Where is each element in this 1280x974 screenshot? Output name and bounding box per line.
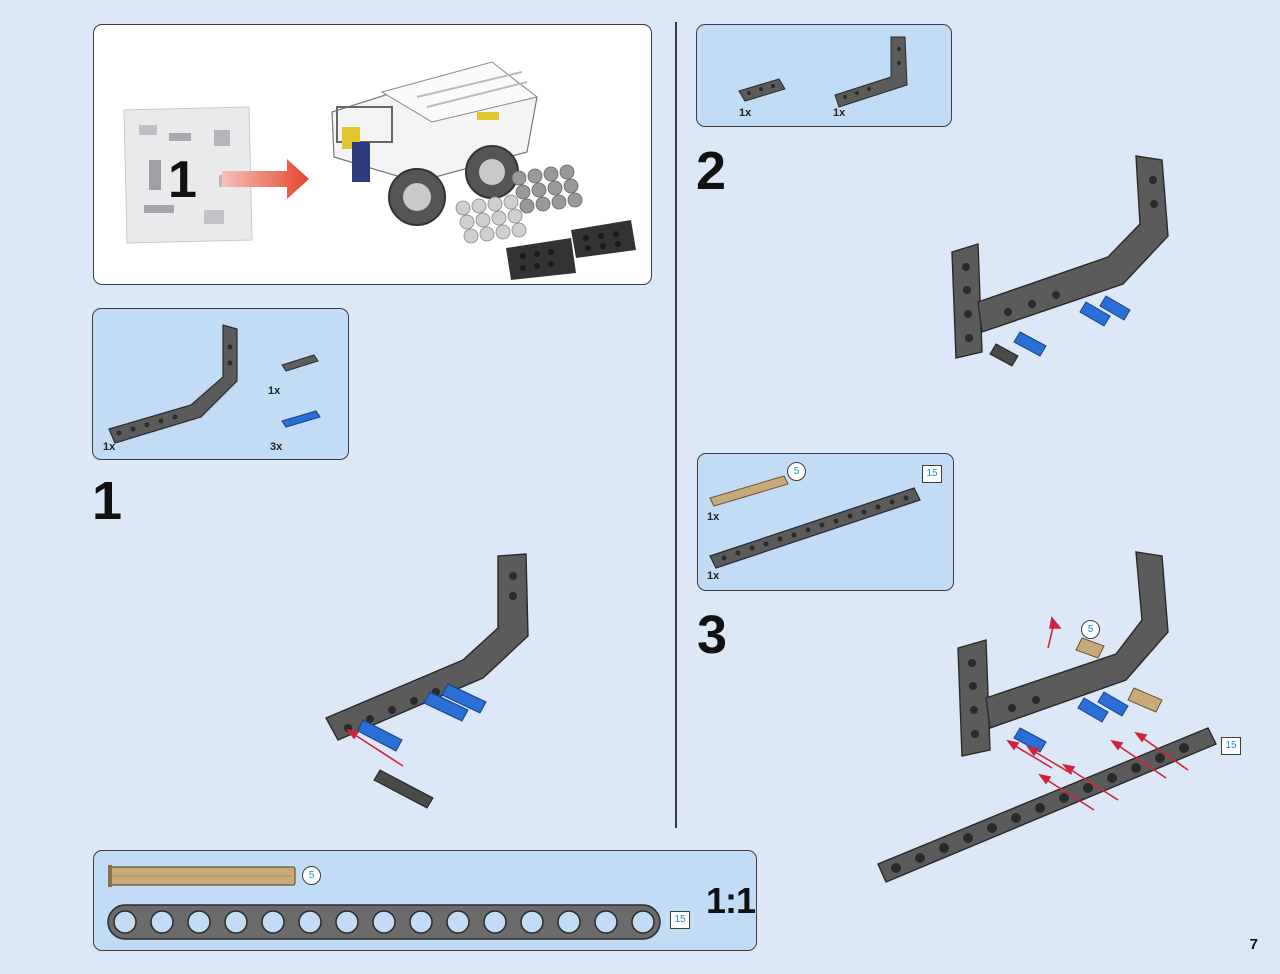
gray-pin-part <box>281 354 319 372</box>
scale-axle-badge: 5 <box>302 866 321 885</box>
part-qty: 1x <box>707 570 720 582</box>
long-beam-part <box>709 487 921 569</box>
part-qty: 1x <box>103 441 116 453</box>
intro-panel: 1 <box>93 24 652 285</box>
axle-length-badge: 5 <box>787 462 806 481</box>
bent-beam-part <box>108 324 238 444</box>
part-qty: 1x <box>739 107 752 119</box>
bag-number: 1 <box>168 151 197 209</box>
scale-ratio: 1:1 <box>706 880 756 921</box>
parts-bag-icon <box>123 106 253 244</box>
step-3-axle-callout: 5 <box>1081 620 1100 639</box>
short-beam-part <box>738 78 786 102</box>
beam-scale-graphic <box>107 904 661 940</box>
beam-length-badge: 15 <box>922 465 942 483</box>
part-qty: 3x <box>270 441 283 453</box>
step-1-assembly-illustration <box>325 553 529 809</box>
step-2-assembly-illustration <box>951 155 1169 367</box>
arrow-right-icon <box>222 159 309 199</box>
extra-parts-illustration <box>455 164 636 280</box>
step-3-parts-panel: 5 1x 15 1x <box>697 453 954 591</box>
part-qty: 1x <box>833 107 846 119</box>
part-qty: 1x <box>707 511 720 523</box>
l-beam-part <box>834 36 908 108</box>
axle-scale-graphic <box>108 865 296 887</box>
scale-beam-badge: 15 <box>670 911 690 929</box>
finished-model-illustration <box>331 61 539 226</box>
step-3-beam-callout: 15 <box>1221 737 1241 755</box>
step-3-assembly-illustration <box>877 551 1217 883</box>
step-1-number: 1 <box>92 471 123 531</box>
part-qty: 1x <box>268 385 281 397</box>
step-1-parts-panel: 1x 1x 3x <box>92 308 349 460</box>
scale-reference-panel: 5 15 <box>93 850 757 951</box>
tan-axle-part <box>709 475 789 507</box>
blue-pin-part <box>281 410 321 428</box>
page-number: 7 <box>1249 936 1258 953</box>
step-3-number: 3 <box>697 605 728 665</box>
step-2-number: 2 <box>696 141 727 201</box>
step-2-parts-panel: 1x 1x <box>696 24 952 127</box>
page-divider <box>675 22 677 828</box>
